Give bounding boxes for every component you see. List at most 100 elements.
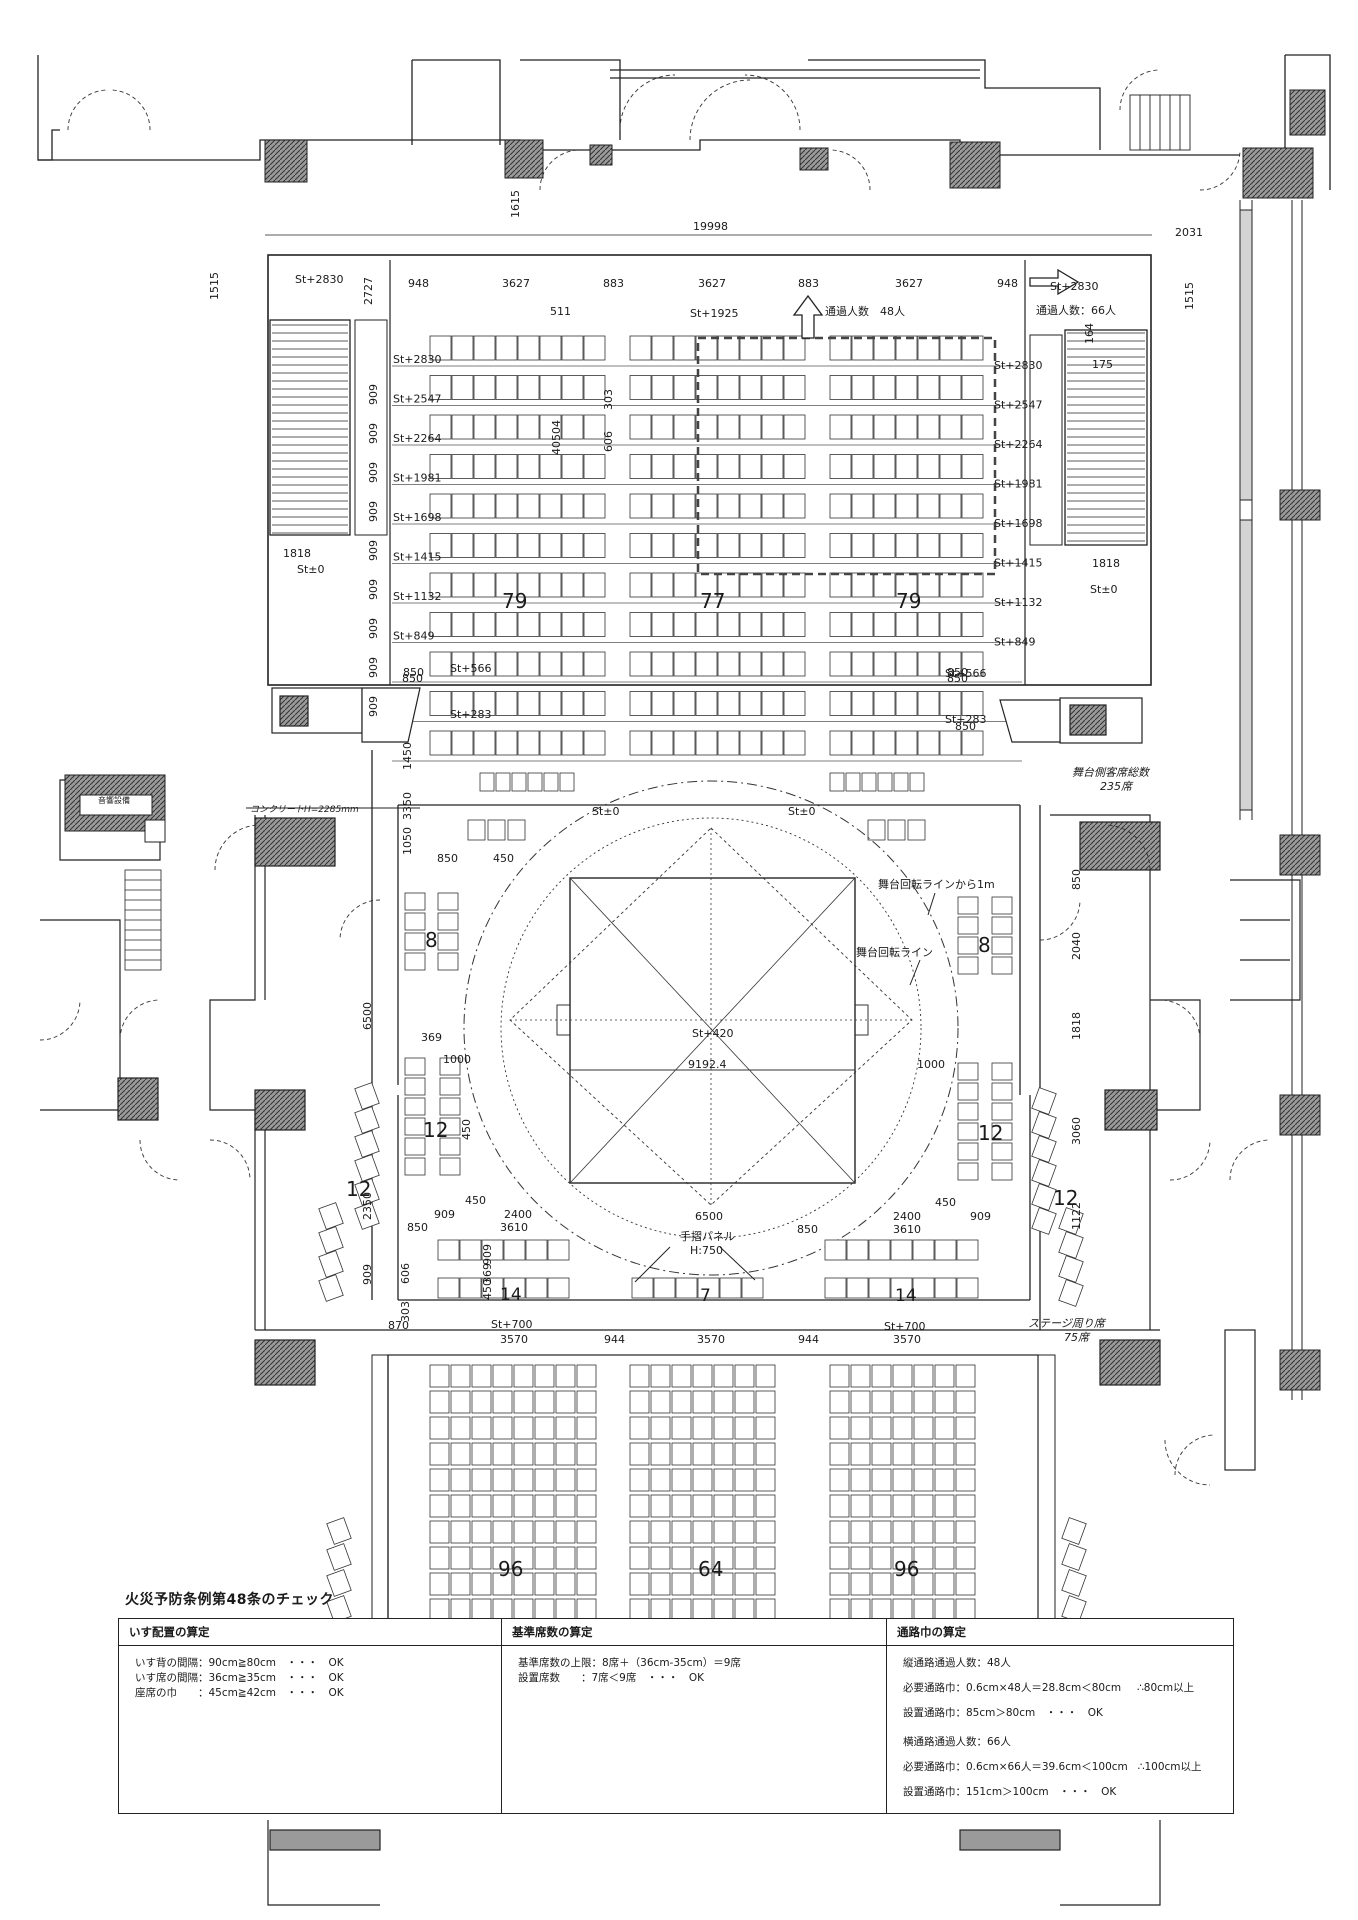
seat — [471, 1390, 492, 1414]
seat — [650, 1572, 671, 1596]
seat — [783, 493, 806, 519]
seat — [755, 1416, 776, 1440]
seat — [695, 612, 718, 637]
left-stair — [269, 319, 388, 536]
dim-40504: 40504 — [550, 420, 563, 455]
seat — [761, 493, 784, 519]
dim-450-d: 450 — [460, 1119, 473, 1140]
seat — [955, 1416, 976, 1440]
seat — [955, 1468, 976, 1492]
seat — [695, 651, 718, 677]
dim-1818-right: 1818 — [1092, 557, 1120, 570]
seat — [939, 375, 962, 400]
seat — [429, 493, 452, 519]
dim-3060: 3060 — [1070, 1117, 1083, 1145]
exit-arrow-right — [1029, 268, 1080, 296]
seat — [503, 1277, 526, 1299]
seat — [755, 1494, 776, 1518]
seat — [913, 1520, 934, 1544]
seat — [851, 414, 874, 440]
seat — [517, 612, 540, 637]
left-stair-2 — [124, 869, 162, 971]
seat — [868, 1277, 891, 1299]
seat — [513, 1416, 534, 1440]
seat — [429, 691, 452, 716]
seat — [517, 335, 540, 361]
level-st2830-left: St+2830 — [295, 273, 344, 286]
seat — [961, 375, 984, 400]
seat — [650, 1442, 671, 1466]
seat — [513, 1572, 534, 1596]
dim-6500-b: 6500 — [695, 1210, 723, 1223]
seat — [534, 1442, 555, 1466]
seat — [675, 1277, 698, 1299]
seat — [783, 651, 806, 677]
seat — [481, 1277, 504, 1299]
seat — [829, 1468, 850, 1492]
seat — [1061, 1569, 1087, 1597]
seat — [495, 533, 518, 558]
rotate-line: 舞台回転ライン — [856, 945, 933, 959]
seat-count-title: 基準席数の算定 — [502, 1619, 886, 1646]
seat — [957, 1122, 979, 1141]
seat — [429, 1520, 450, 1544]
seat — [955, 1572, 976, 1596]
seat — [850, 1546, 871, 1570]
seat — [829, 572, 852, 598]
row-level-left: St+1981 — [393, 472, 442, 485]
seat — [713, 1572, 734, 1596]
seat — [692, 1442, 713, 1466]
seat — [739, 493, 762, 519]
seat — [473, 730, 496, 756]
dim-909: 909 — [367, 423, 380, 444]
seat — [671, 1520, 692, 1544]
stage-side-total-count: 235席 — [1100, 780, 1134, 793]
seat — [850, 1390, 871, 1414]
seat — [671, 1494, 692, 1518]
seat — [846, 1239, 869, 1261]
seat — [824, 1277, 847, 1299]
seat — [991, 1102, 1013, 1121]
dim-1818-left: 1818 — [283, 547, 311, 560]
vertical-aisle-count: 縦通路通過人数：48人 — [903, 1657, 1011, 1669]
check-title: 火災予防条例第48条のチェック — [125, 1592, 334, 1608]
seat — [895, 651, 918, 677]
seat — [961, 612, 984, 637]
seat — [651, 335, 674, 361]
seat — [739, 691, 762, 716]
seat — [1058, 1255, 1084, 1283]
dim-850-a: 850 — [437, 852, 458, 865]
seat — [576, 1468, 597, 1492]
seat — [354, 1082, 380, 1110]
dim-909-d: 909 — [361, 1264, 374, 1285]
check-panel: いす配置の算定 いす背の間隔：90cm≧80cm ・・・ OK いす席の間隔：3… — [118, 1618, 1234, 1814]
dim-948-right: 948 — [997, 277, 1018, 290]
seat — [459, 1277, 482, 1299]
seat — [437, 1239, 460, 1261]
row-level-right: St+2264 — [994, 438, 1043, 451]
seat — [583, 454, 606, 479]
count-96-left: 96 — [498, 1557, 523, 1581]
seat — [955, 1364, 976, 1388]
seat — [517, 414, 540, 440]
seat — [451, 730, 474, 756]
seat — [495, 572, 518, 598]
seat — [525, 1239, 548, 1261]
seat — [650, 1390, 671, 1414]
dim-3350: 3350 — [401, 792, 414, 820]
seat — [439, 1057, 461, 1076]
seat — [1031, 1183, 1057, 1211]
seat — [739, 335, 762, 361]
level-st1925: St+1925 — [690, 307, 739, 320]
seat — [861, 772, 877, 792]
seat — [561, 730, 584, 756]
note-leaders — [246, 807, 936, 1283]
handrail-label: 手摺パネル — [680, 1229, 735, 1243]
dim-3570-a: 3570 — [500, 1333, 528, 1346]
dim-909: 909 — [367, 384, 380, 405]
count-79-right: 79 — [896, 589, 921, 613]
level-labels: St+2830 St+2830 St+1925 St±0 St±0 St±0 S… — [295, 273, 1118, 1333]
seat — [517, 375, 540, 400]
seat — [955, 1494, 976, 1518]
